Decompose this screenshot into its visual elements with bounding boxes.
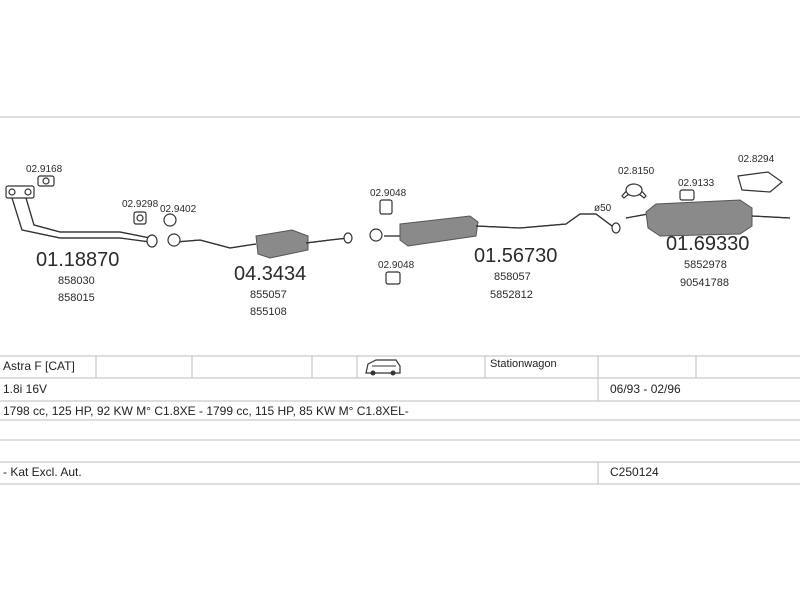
part-ref-4b: 90541788	[680, 277, 729, 289]
part-number-1: 01.18870	[36, 249, 119, 271]
production-dates: 06/93 - 02/96	[610, 382, 681, 396]
gasket-9402-icon[interactable]	[163, 213, 181, 247]
model-name: Astra F [CAT]	[3, 359, 75, 373]
clamp-9048-top-icon[interactable]	[379, 199, 393, 215]
hanger-8150-icon[interactable]	[621, 183, 647, 199]
part-number-2: 04.3434	[234, 263, 306, 285]
engine-spec: 1798 cc, 125 HP, 92 KW M° C1.8XE - 1799 …	[3, 404, 409, 418]
body-type: Stationwagon	[490, 358, 557, 370]
fitting-label-9048-bottom: 02.9048	[378, 260, 415, 271]
fitment-note: - Kat Excl. Aut.	[3, 465, 82, 479]
part-ref-3b: 5852812	[490, 289, 533, 301]
part-ref-4a: 5852978	[684, 259, 727, 271]
clamp-9048-bottom-icon[interactable]	[385, 271, 401, 285]
fitting-label-9133: 02.9133	[678, 178, 715, 189]
fitting-label-9048-top: 02.9048	[370, 188, 407, 199]
catalytic-converter-part[interactable]	[175, 229, 353, 259]
fitting-label-9298: 02.9298	[122, 199, 159, 210]
rear-silencer-part[interactable]	[625, 199, 791, 237]
part-number-4: 01.69330	[666, 233, 749, 255]
part-number-3: 01.56730	[474, 245, 557, 267]
catalogue-code: C250124	[610, 465, 659, 479]
diameter-note: ø50	[594, 203, 612, 214]
fitting-label-8150: 02.8150	[618, 166, 655, 177]
gasket-9298-icon[interactable]	[133, 211, 147, 225]
fitting-label-8294: 02.8294	[738, 154, 775, 165]
part-ref-2b: 855108	[250, 306, 287, 318]
part-ref-2a: 855057	[250, 289, 287, 301]
engine-name: 1.8i 16V	[3, 382, 48, 396]
station-wagon-icon	[365, 359, 401, 376]
clamp-9133-icon[interactable]	[679, 189, 695, 201]
part-ref-1a: 858030	[58, 275, 95, 287]
part-ref-3a: 858057	[494, 271, 531, 283]
fitting-label-9402: 02.9402	[160, 204, 197, 215]
clamp-9168-icon[interactable]	[37, 175, 55, 187]
fitting-label-9168: 02.9168	[26, 164, 63, 175]
part-ref-1b: 858015	[58, 292, 95, 304]
front-pipe-part[interactable]	[5, 185, 158, 248]
middle-silencer-part[interactable]	[369, 213, 621, 247]
gasket-8294-icon[interactable]	[737, 171, 783, 193]
